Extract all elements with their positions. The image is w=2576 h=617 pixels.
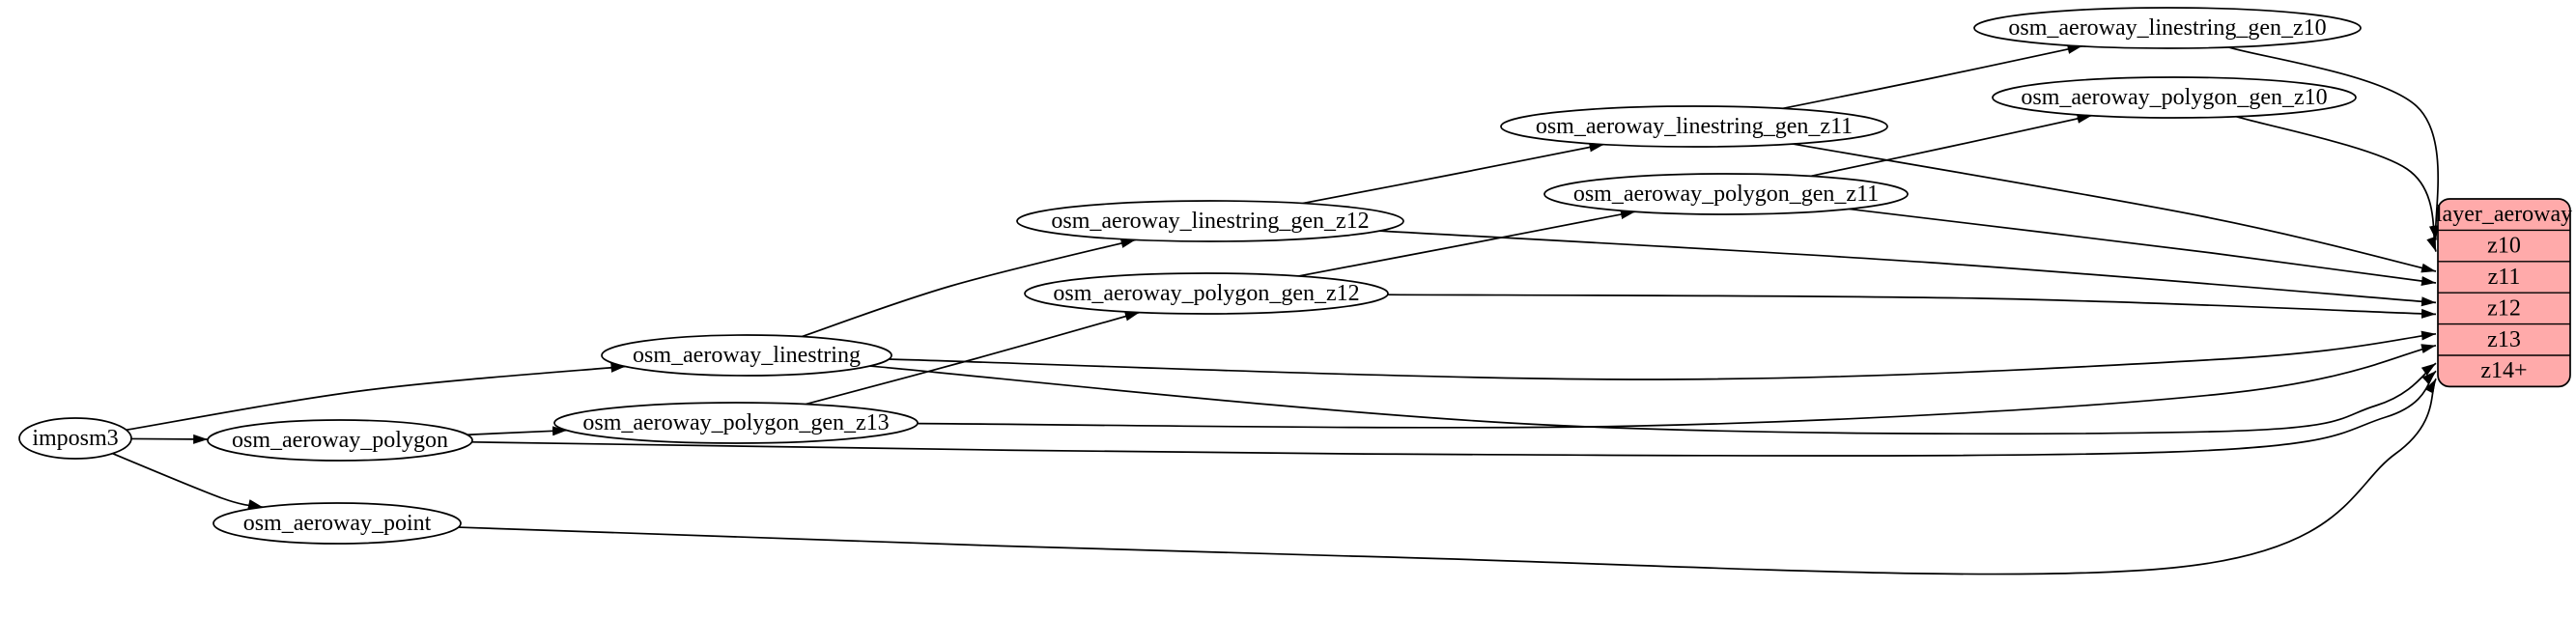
graph-edge-osm_aeroway_polygon_gen_z12-to-layer-z12: [1387, 294, 2437, 319]
graph-edge-osm_aeroway_polygon_gen_z13-to-layer-z13: [917, 344, 2437, 429]
graph-edge-osm_aeroway_linestring-to-osm_aeroway_linestring_gen_z12: [801, 238, 1136, 338]
graph-edge-imposm3-to-osm_aeroway_linestring: [126, 362, 626, 432]
node-label: osm_aeroway_linestring_gen_z12: [1051, 209, 1369, 234]
node-osm_aeroway_polygon_gen_z10: osm_aeroway_polygon_gen_z10: [1992, 76, 2357, 119]
record-row-label-z13: z13: [2487, 327, 2521, 352]
graph-edge-osm_aeroway_polygon_gen_z10-to-layer-z10: [2236, 115, 2437, 252]
node-label: osm_aeroway_linestring: [633, 343, 861, 368]
node-osm_aeroway_polygon_gen_z13: osm_aeroway_polygon_gen_z13: [553, 402, 919, 444]
node-osm_aeroway_point: osm_aeroway_point: [212, 502, 462, 545]
graph-edge-osm_aeroway_polygon_gen_z11-to-osm_aeroway_polygon_gen_z10: [1810, 114, 2092, 178]
node-osm_aeroway_polygon_gen_z11: osm_aeroway_polygon_gen_z11: [1543, 173, 1909, 215]
node-shape: [1024, 272, 1389, 315]
record-row-label-z10: z10: [2487, 234, 2521, 259]
node-shape: [1016, 200, 1404, 242]
node-imposm3: imposm3: [18, 417, 132, 460]
node-shape: [553, 402, 919, 444]
node-osm_aeroway_linestring: osm_aeroway_linestring: [601, 334, 892, 377]
node-label: osm_aeroway_linestring_gen_z10: [2008, 15, 2326, 41]
node-osm_aeroway_polygon_gen_z12: osm_aeroway_polygon_gen_z12: [1024, 272, 1389, 315]
node-shape: [212, 502, 462, 545]
graph-edge-osm_aeroway_linestring_gen_z11-to-layer-z11: [1792, 143, 2437, 273]
node-label: osm_aeroway_polygon_gen_z11: [1573, 182, 1879, 207]
graph-edge-osm_aeroway_linestring_gen_z12-to-osm_aeroway_linestring_gen_z11: [1302, 142, 1604, 205]
graph-edge-osm_aeroway_point-to-layer-z14+: [458, 378, 2437, 575]
node-osm_aeroway_polygon: osm_aeroway_polygon: [207, 419, 473, 462]
node-shape: [207, 419, 473, 462]
node-shape: [1992, 76, 2357, 119]
node-shape: [1543, 173, 1909, 215]
record-row-label-z11: z11: [2488, 265, 2521, 290]
node-shape: [1500, 105, 1888, 148]
record-title: layer_aeroway: [2436, 202, 2572, 227]
node-label: osm_aeroway_polygon: [232, 428, 448, 453]
node-label: imposm3: [32, 426, 118, 451]
node-osm_aeroway_linestring_gen_z11: osm_aeroway_linestring_gen_z11: [1500, 105, 1888, 148]
graph-edge-osm_aeroway_linestring_gen_z12-to-layer-z12: [1379, 230, 2437, 307]
graph-edge-osm_aeroway_polygon-to-layer-z14+: [471, 370, 2437, 457]
record-row-label-z14plus: z14+: [2480, 358, 2527, 383]
node-shape: [18, 417, 132, 460]
node-shape: [601, 334, 892, 377]
graph-edge-osm_aeroway_linestring-to-layer-z13: [889, 330, 2437, 380]
node-label: osm_aeroway_linestring_gen_z11: [1536, 114, 1853, 139]
record-layer_aeroway: layer_aeroway z10 z11 z12 z13 z14+: [2436, 198, 2572, 388]
node-label: osm_aeroway_polygon_gen_z13: [582, 410, 889, 435]
graph-edge-osm_aeroway_polygon_gen_z12-to-osm_aeroway_polygon_gen_z11: [1298, 210, 1636, 277]
node-label: osm_aeroway_polygon_gen_z10: [2021, 85, 2327, 110]
node-osm_aeroway_linestring_gen_z10: osm_aeroway_linestring_gen_z10: [1973, 7, 2362, 49]
graph-edge-osm_aeroway_polygon_gen_z11-to-layer-z11: [1849, 208, 2437, 286]
node-shape: [1973, 7, 2362, 49]
node-label: osm_aeroway_point: [243, 511, 432, 536]
graph-edge-osm_aeroway_linestring_gen_z11-to-osm_aeroway_linestring_gen_z10: [1782, 44, 2082, 110]
graph-edge-osm_aeroway_linestring_gen_z10-to-layer-z10: [2228, 46, 2439, 240]
node-osm_aeroway_linestring_gen_z12: osm_aeroway_linestring_gen_z12: [1016, 200, 1404, 242]
graph-edge-osm_aeroway_polygon_gen_z13-to-osm_aeroway_polygon_gen_z12: [806, 311, 1141, 406]
graph-edge-osm_aeroway_linestring-to-layer-z14+: [869, 362, 2437, 435]
graph-edge-imposm3-to-osm_aeroway_polygon: [130, 434, 209, 444]
record-row-label-z12: z12: [2487, 295, 2521, 321]
graph-edge-imposm3-to-osm_aeroway_point: [112, 452, 264, 509]
graph-edge-osm_aeroway_polygon-to-osm_aeroway_polygon_gen_z13: [467, 426, 568, 436]
node-label: osm_aeroway_polygon_gen_z12: [1053, 281, 1359, 306]
edges-layer: [112, 44, 2439, 575]
nodes-layer: imposm3 osm_aeroway_polygon osm_aeroway_po…: [18, 7, 2572, 545]
